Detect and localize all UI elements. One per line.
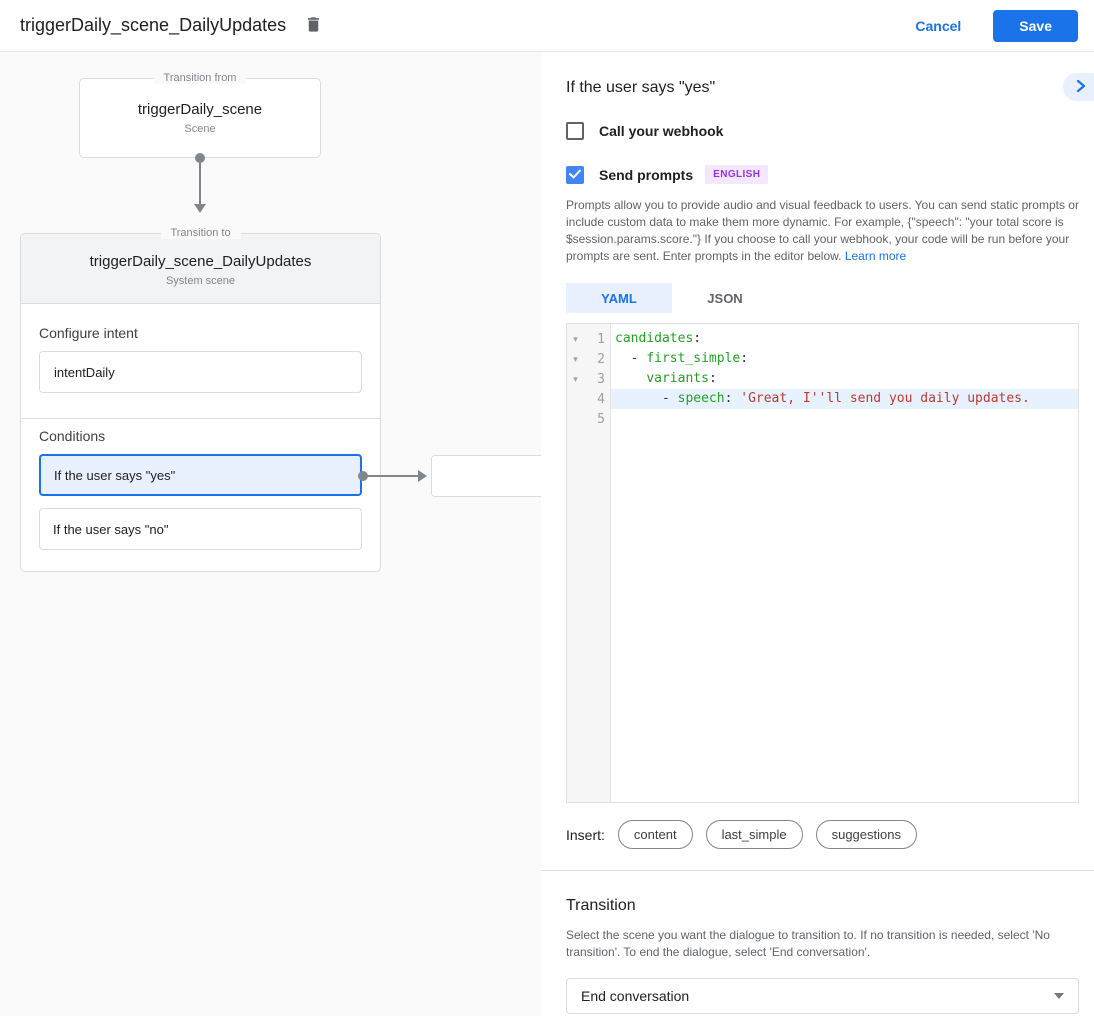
top-bar: triggerDaily_scene_DailyUpdates Cancel S…: [0, 0, 1094, 52]
condition-editor-panel: If the user says "yes" Call your webhook…: [541, 52, 1094, 1016]
line-number: 2: [597, 351, 605, 367]
to-scene-subtitle: System scene: [165, 275, 236, 287]
editor-code[interactable]: candidates: - first_simple: variants: - …: [611, 324, 1078, 802]
to-scene-header: triggerDaily_scene_DailyUpdates System s…: [21, 234, 380, 304]
collapse-panel-button[interactable]: [1063, 73, 1094, 101]
code-token: first_simple: [646, 351, 741, 366]
tab-json[interactable]: JSON: [707, 290, 743, 306]
from-scene-title: triggerDaily_scene: [137, 101, 263, 118]
condition-item[interactable]: If the user says "yes": [39, 454, 362, 496]
code-token: :: [724, 391, 741, 406]
send-prompts-checkbox[interactable]: [566, 165, 584, 184]
code-line[interactable]: [611, 409, 1078, 429]
transition-description: Select the scene you want the dialogue t…: [566, 928, 1050, 959]
gutter-line[interactable]: 4: [567, 389, 610, 409]
from-scene-subtitle: Scene: [184, 123, 216, 135]
conditions-list: If the user says "yes" If the user says "…: [39, 454, 362, 550]
line-number: 5: [597, 411, 605, 427]
transition-from-legend: Transition from: [153, 72, 247, 84]
code-token: -: [615, 391, 678, 406]
call-webhook-label: Call your webhook: [599, 123, 724, 139]
cancel-button[interactable]: Cancel: [903, 10, 973, 42]
gutter-line[interactable]: ▾2: [567, 349, 610, 369]
send-prompts-label: Send prompts: [599, 166, 694, 183]
scene-diagram-canvas: Transition from triggerDaily_scene Scene…: [0, 52, 541, 1016]
code-token: :: [693, 331, 702, 346]
transition-title: Transition: [566, 897, 636, 914]
transition-dropdown[interactable]: End conversation: [566, 978, 1079, 1014]
intent-field[interactable]: intentDaily: [39, 351, 362, 393]
configure-intent-label: Configure intent: [39, 325, 138, 341]
code-token: :: [708, 371, 717, 386]
panel-title: If the user says "yes": [566, 79, 716, 96]
insert-label: Insert:: [566, 826, 605, 843]
arrow-right-icon: [418, 470, 427, 482]
save-button[interactable]: Save: [993, 9, 1078, 42]
fold-arrow-icon[interactable]: ▾: [573, 353, 578, 364]
code-token: candidates: [615, 331, 694, 346]
insert-row: Insert: content last_simple suggestions: [566, 820, 1079, 849]
webhook-row: Call your webhook: [566, 122, 1079, 140]
transition-dropdown-value: End conversation: [581, 988, 690, 1004]
transition-target-box[interactable]: [431, 455, 541, 497]
connector-dot: [195, 153, 205, 163]
condition-item[interactable]: If the user says "no": [39, 508, 362, 550]
transition-from-box[interactable]: Transition from triggerDaily_scene Scene: [79, 72, 321, 158]
insert-chips: content last_simple suggestions: [605, 820, 917, 849]
configure-intent-section: Configure intent intentDaily: [21, 304, 380, 419]
code-token: speech: [677, 391, 725, 406]
code-token: variants: [646, 371, 709, 386]
connector-line: [199, 160, 201, 204]
code-line[interactable]: variants:: [611, 369, 1078, 389]
panel-divider: [541, 870, 1094, 871]
conditions-label: Conditions: [39, 428, 106, 444]
gutter-line[interactable]: ▾1: [567, 329, 610, 349]
send-prompts-row: Send prompts ENGLISH: [566, 165, 1079, 184]
line-number: 3: [597, 371, 605, 387]
prompts-description: Prompts allow you to provide audio and v…: [566, 197, 1079, 265]
line-number: 1: [597, 331, 605, 347]
code-token: -: [615, 351, 647, 366]
fold-arrow-icon[interactable]: ▾: [573, 333, 578, 344]
call-webhook-checkbox[interactable]: [566, 122, 584, 140]
transition-to-box[interactable]: Transition to triggerDaily_scene_DailyUp…: [20, 227, 381, 572]
tab-yaml[interactable]: YAML: [566, 283, 672, 313]
main-content: Transition from triggerDaily_scene Scene…: [0, 52, 1094, 1016]
delete-scene-button[interactable]: [304, 15, 323, 37]
check-icon: [569, 166, 581, 184]
gutter-line[interactable]: ▾3: [567, 369, 610, 389]
language-badge: ENGLISH: [705, 165, 769, 184]
prompts-description-text: Prompts allow you to provide audio and v…: [566, 198, 1079, 263]
code-line[interactable]: - speech: 'Great, I''ll send you daily u…: [611, 389, 1078, 409]
fold-arrow-icon[interactable]: ▾: [573, 373, 578, 384]
trash-icon: [304, 15, 323, 37]
code-token: [615, 371, 646, 386]
transition-to-legend: Transition to: [160, 227, 241, 239]
insert-chip-content[interactable]: content: [617, 820, 693, 849]
to-scene-title: triggerDaily_scene_DailyUpdates: [89, 253, 312, 270]
code-token: 'Great, I''ll send you daily updates.: [740, 391, 1030, 406]
code-token: :: [740, 351, 749, 366]
dropdown-caret-icon: [1054, 993, 1064, 999]
gutter-line[interactable]: 5: [567, 409, 610, 429]
code-line[interactable]: candidates:: [611, 329, 1078, 349]
condition-connector-dot: [358, 471, 368, 481]
arrow-down-icon: [194, 204, 206, 213]
chevron-right-icon: [1076, 79, 1086, 95]
insert-chip-suggestions[interactable]: suggestions: [815, 820, 917, 849]
insert-chip-last_simple[interactable]: last_simple: [705, 820, 803, 849]
condition-connector-line: [366, 475, 419, 477]
page-title: triggerDaily_scene_DailyUpdates: [20, 15, 287, 35]
editor-tabs: YAML JSON: [566, 283, 1079, 313]
code-line[interactable]: - first_simple:: [611, 349, 1078, 369]
learn-more-link[interactable]: Learn more: [844, 249, 907, 263]
line-number: 4: [597, 391, 605, 407]
conditions-section: Conditions If the user says "yes"If the …: [21, 419, 380, 550]
